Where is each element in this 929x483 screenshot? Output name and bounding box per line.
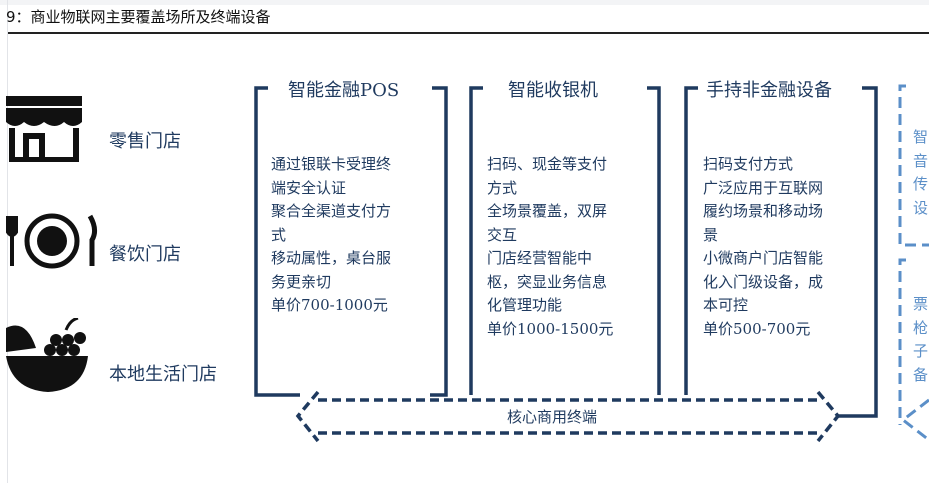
box-body-pos: 通过银联卡受理终 端安全认证 聚合全渠道支付方 式 移动属性，桌台服 务更亲切 … <box>271 153 441 318</box>
text-line: 端安全认证 <box>271 178 347 197</box>
text-line: 方式 <box>487 178 518 197</box>
text-line: 履约场景和移动场 <box>703 202 824 220</box>
text-char: 子 <box>913 342 929 360</box>
text-line: 单价500-700元 <box>703 319 811 338</box>
text-line: 式 <box>271 225 287 244</box>
text-line: 枢，突显业务信息 <box>487 272 608 291</box>
box-frame-cashier <box>469 86 661 395</box>
box-body-handheld: 扫码支付方式 广泛应用于互联网 履约场景和移动场 景 小微商户门店智能 化入门级… <box>703 153 873 341</box>
text-line: 交互 <box>487 225 518 244</box>
left-rule <box>7 0 8 483</box>
text-char: 备 <box>913 365 929 384</box>
text-line: 单价700-1000元 <box>271 296 388 314</box>
partial-box-frame-1 <box>898 84 929 247</box>
partial-box-text-1: 智 音 传 设 <box>913 126 929 220</box>
double-arrow <box>295 390 841 443</box>
box-frame-handheld <box>684 86 878 418</box>
category-dining: 餐饮门店 <box>109 244 181 265</box>
text-line: 门店经营智能中 <box>487 249 593 267</box>
text-line: 通过银联卡受理终 <box>271 155 392 173</box>
figure-title: 9：商业物联网主要覆盖场所及终端设备 <box>6 8 271 26</box>
text-line: 化管理功能 <box>487 296 563 314</box>
text-line: 小微商户门店智能 <box>703 249 824 267</box>
box-heading-pos: 智能金融POS <box>282 76 406 102</box>
text-line: 广泛应用于互联网 <box>703 178 824 197</box>
text-line: 扫码、现金等支付 <box>487 155 608 173</box>
partial-box-text-2: 票 枪 子 备 <box>913 293 929 387</box>
text-line: 本可控 <box>703 296 749 314</box>
text-char: 音 <box>913 151 929 170</box>
top-strip <box>0 0 929 5</box>
partial-box-frame-2 <box>898 258 929 442</box>
box-frame-pos <box>254 86 448 397</box>
text-char: 设 <box>913 198 929 217</box>
box-heading-handheld: 手持非金融设备 <box>700 76 838 102</box>
text-line: 扫码支付方式 <box>703 155 794 173</box>
plate-cutlery-icon <box>6 213 98 269</box>
text-line: 聚合全渠道支付方 <box>271 202 392 220</box>
category-retail: 零售门店 <box>109 131 181 152</box>
core-terminal-label: 核心商用终端 <box>505 406 600 427</box>
text-char: 枪 <box>913 318 929 337</box>
box-heading-cashier: 智能收银机 <box>502 76 604 102</box>
fruit-basket-icon <box>6 318 88 392</box>
text-char: 传 <box>913 175 929 193</box>
text-line: 化入门级设备，成 <box>703 272 824 291</box>
title-underline <box>8 32 929 34</box>
text-char: 票 <box>913 295 929 313</box>
text-line: 单价1000-1500元 <box>487 319 614 338</box>
box-body-cashier: 扫码、现金等支付 方式 全场景覆盖，双屏 交互 门店经营智能中 枢，突显业务信息… <box>487 153 657 341</box>
text-line: 务更亲切 <box>271 272 332 291</box>
text-line: 景 <box>703 225 719 244</box>
text-line: 全场景覆盖，双屏 <box>487 202 608 220</box>
category-local-life: 本地生活门店 <box>109 364 217 385</box>
storefront-icon <box>6 96 82 162</box>
text-line: 移动属性，桌台服 <box>271 249 392 267</box>
text-char: 智 <box>913 128 929 146</box>
